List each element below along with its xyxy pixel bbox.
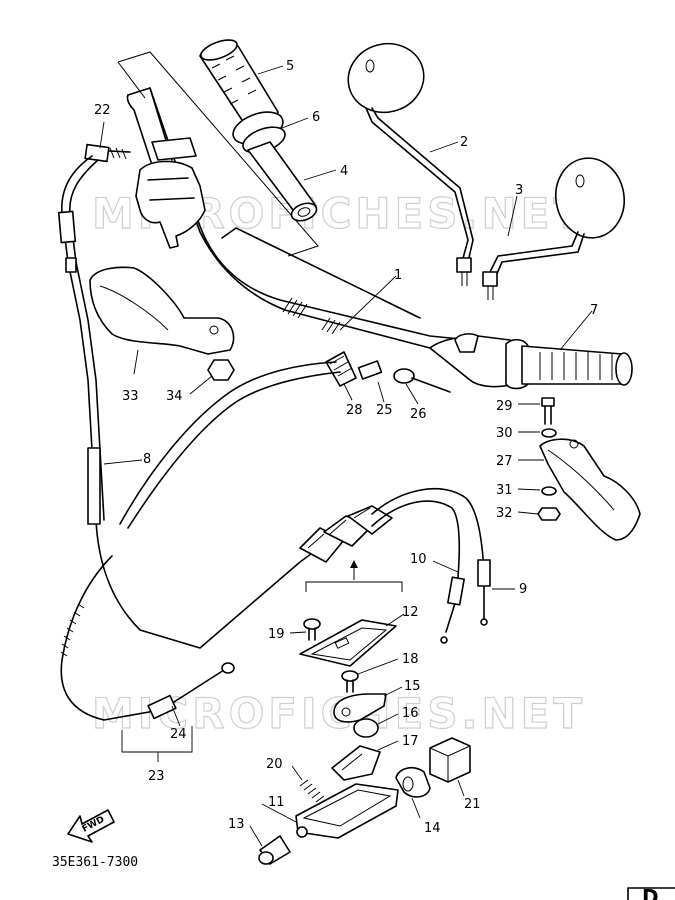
mirror-left	[347, 42, 474, 286]
switch-plate	[299, 619, 397, 667]
right-grip	[521, 345, 633, 386]
left-switch-housing	[135, 137, 206, 249]
explode-bracket	[305, 560, 403, 592]
switch-lever-15	[333, 693, 387, 723]
callout-23: 23	[148, 769, 165, 784]
callout-29: 29	[496, 399, 513, 414]
callout-14: 14	[424, 821, 441, 836]
cable-22-end	[84, 143, 131, 163]
callout-10: 10	[410, 552, 427, 567]
spring-20	[299, 779, 325, 803]
callout-5: 5	[286, 59, 294, 74]
callout-21: 21	[464, 797, 481, 812]
end-cap-13	[258, 835, 291, 865]
callout-18: 18	[402, 652, 419, 667]
switch-cap-14	[395, 766, 431, 798]
hand-guard-right	[539, 438, 641, 541]
callout-12: 12	[402, 605, 419, 620]
switch-housing-11	[295, 783, 399, 839]
grip-explode-box	[117, 51, 319, 257]
handlebar	[126, 87, 471, 357]
callout-19: 19	[268, 627, 285, 642]
switch-knob-16	[353, 718, 379, 738]
callout-20: 20	[266, 757, 283, 772]
cable-8	[57, 155, 331, 649]
connector-cluster	[299, 505, 393, 563]
callout-17: 17	[402, 734, 419, 749]
callout-27: 27	[496, 454, 513, 469]
callout-13: 13	[228, 817, 245, 832]
leader-lines	[99, 65, 593, 847]
corner-tab: D	[627, 885, 675, 900]
callout-2: 2	[460, 135, 468, 150]
grip-collar	[232, 111, 286, 154]
callout-32: 32	[496, 506, 513, 521]
mirror-right	[482, 157, 625, 300]
corner-tab-letter: D	[642, 885, 659, 900]
callout-30: 30	[496, 426, 513, 441]
callout-25: 25	[376, 403, 393, 418]
hand-guard-left	[89, 266, 235, 381]
left-grip	[199, 39, 279, 125]
switch-cover-21	[429, 737, 471, 783]
bolt-29	[541, 397, 555, 425]
callout-9: 9	[519, 582, 527, 597]
callout-16: 16	[402, 706, 419, 721]
callout-3: 3	[515, 183, 523, 198]
right-switch-housing	[429, 333, 529, 390]
callout-24: 24	[170, 727, 187, 742]
cable-adjuster-group	[325, 351, 451, 393]
callout-4: 4	[340, 164, 348, 179]
screw-19	[303, 618, 321, 641]
callout-34: 34	[166, 389, 183, 404]
washer-30	[541, 428, 557, 438]
drawing-code: 35E361-7300	[52, 855, 138, 870]
callout-7: 7	[590, 303, 598, 318]
cable-23	[60, 555, 235, 721]
screw-18	[341, 670, 359, 693]
callout-31: 31	[496, 483, 513, 498]
washer-31	[541, 486, 557, 496]
switch-body-17	[331, 745, 381, 781]
callout-6: 6	[312, 110, 320, 125]
harness-wires	[119, 361, 341, 529]
callout-1: 1	[394, 268, 402, 283]
callout-33: 33	[122, 389, 139, 404]
throttle-sleeve	[247, 141, 318, 222]
callout-8: 8	[143, 452, 151, 467]
callout-22: 22	[94, 103, 111, 118]
callout-labels: 5 6 4 2 3 1 7 8 9 10 12 19 18 15 16 17 2…	[94, 59, 598, 836]
callout-28: 28	[346, 403, 363, 418]
callout-11: 11	[268, 795, 285, 810]
callout-26: 26	[410, 407, 427, 422]
nut-32	[537, 507, 561, 521]
fwd-arrow-icon: FWD	[67, 809, 115, 843]
callout-15: 15	[404, 679, 421, 694]
cables-9-10	[371, 487, 491, 644]
